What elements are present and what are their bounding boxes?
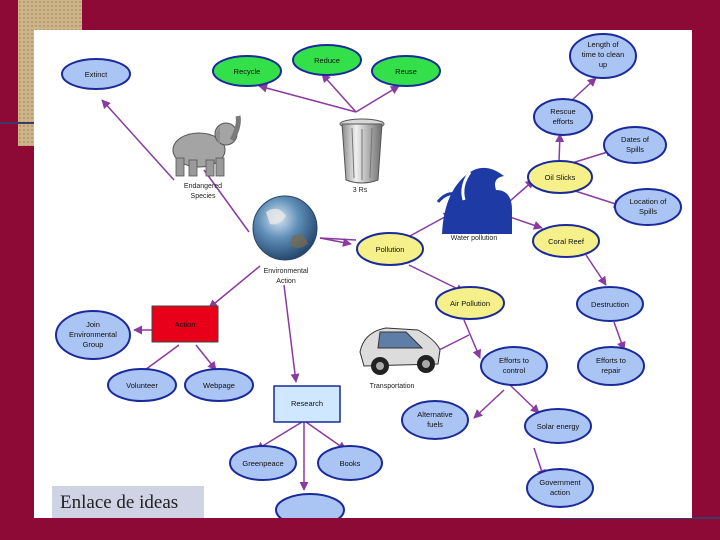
node-alternative-fuels: Alternative fuels (402, 401, 468, 439)
svg-text:fuels: fuels (427, 420, 443, 429)
node-partial-bottom (276, 494, 344, 518)
svg-text:Books: Books (340, 459, 361, 468)
svg-text:Reduce: Reduce (314, 56, 340, 65)
svg-text:Group: Group (83, 340, 104, 349)
car-icon (360, 328, 440, 375)
node-length-of-time: Length of time to clean up (570, 34, 636, 78)
svg-text:Oil Slicks: Oil Slicks (545, 173, 576, 182)
node-research: Research (274, 386, 340, 422)
earth-globe-icon (253, 196, 317, 260)
label-endangered-1: Endangered (184, 183, 222, 190)
svg-text:Extinct: Extinct (85, 70, 108, 79)
svg-text:Rescue: Rescue (550, 107, 575, 116)
node-reduce: Reduce (293, 45, 361, 75)
node-action: Action (152, 306, 218, 342)
node-join-environmental-group: Join Environmental Group (56, 311, 130, 359)
svg-text:Pollution: Pollution (376, 245, 405, 254)
concept-map-panel: Extinct Recycle Reduce Reuse Length of t… (34, 30, 692, 518)
svg-text:Recycle: Recycle (234, 67, 261, 76)
svg-text:Alternative: Alternative (417, 410, 452, 419)
svg-text:Government: Government (539, 478, 581, 487)
node-rescue-efforts: Rescue efforts (534, 99, 592, 135)
svg-text:Efforts to: Efforts to (596, 356, 626, 365)
node-recycle: Recycle (213, 56, 281, 86)
label-environmental-action-2: Action (276, 278, 296, 285)
svg-text:Volunteer: Volunteer (126, 381, 158, 390)
svg-text:Research: Research (291, 399, 323, 408)
node-location-of-spills: Location of Spills (615, 189, 681, 225)
svg-text:Air Pollution: Air Pollution (450, 299, 490, 308)
svg-text:Dates of: Dates of (621, 135, 650, 144)
node-reuse: Reuse (372, 56, 440, 86)
svg-text:Action: Action (175, 320, 196, 329)
svg-text:repair: repair (601, 366, 621, 375)
svg-text:Efforts to: Efforts to (499, 356, 529, 365)
node-government-action: Government action (527, 469, 593, 507)
node-dates-of-spills: Dates of Spills (604, 127, 666, 163)
node-volunteer: Volunteer (108, 369, 176, 401)
node-extinct: Extinct (62, 59, 130, 89)
svg-text:Destruction: Destruction (591, 300, 629, 309)
node-books: Books (318, 446, 382, 480)
node-destruction: Destruction (577, 287, 643, 321)
svg-text:Greenpeace: Greenpeace (242, 459, 283, 468)
svg-text:Join: Join (86, 320, 100, 329)
label-environmental-action-1: Environmental (264, 268, 309, 275)
label-endangered-2: Species (191, 193, 216, 200)
svg-text:up: up (599, 60, 607, 69)
svg-text:Solar energy: Solar energy (537, 422, 580, 431)
label-transportation: Transportation (370, 383, 415, 390)
decorative-line-left (0, 122, 34, 124)
wave-icon (438, 168, 512, 234)
label-water-pollution: Water pollution (451, 235, 498, 242)
svg-text:action: action (550, 488, 570, 497)
svg-text:efforts: efforts (553, 117, 574, 126)
node-air-pollution: Air Pollution (436, 287, 504, 319)
svg-text:Webpage: Webpage (203, 381, 235, 390)
label-three-rs: 3 Rs (353, 187, 368, 194)
node-greenpeace: Greenpeace (230, 446, 296, 480)
svg-text:Length of: Length of (587, 40, 619, 49)
svg-text:Coral Reef: Coral Reef (548, 237, 585, 246)
trash-can-icon (340, 119, 384, 183)
svg-text:Reuse: Reuse (395, 67, 417, 76)
node-efforts-to-repair: Efforts to repair (578, 347, 644, 385)
svg-text:Spills: Spills (639, 207, 657, 216)
elephant-icon (173, 116, 238, 176)
svg-text:control: control (503, 366, 526, 375)
node-efforts-to-control: Efforts to control (481, 347, 547, 385)
node-coral-reef: Coral Reef (533, 225, 599, 257)
svg-text:Location of: Location of (630, 197, 668, 206)
concept-map: Extinct Recycle Reduce Reuse Length of t… (34, 30, 692, 518)
node-pollution: Pollution (357, 233, 423, 265)
caption-label: Enlace de ideas (52, 486, 204, 518)
node-webpage: Webpage (185, 369, 253, 401)
svg-text:Spills: Spills (626, 145, 644, 154)
svg-text:Environmental: Environmental (69, 330, 117, 339)
node-oil-slicks: Oil Slicks (528, 161, 592, 193)
svg-text:time to clean: time to clean (582, 50, 625, 59)
node-solar-energy: Solar energy (525, 409, 591, 443)
